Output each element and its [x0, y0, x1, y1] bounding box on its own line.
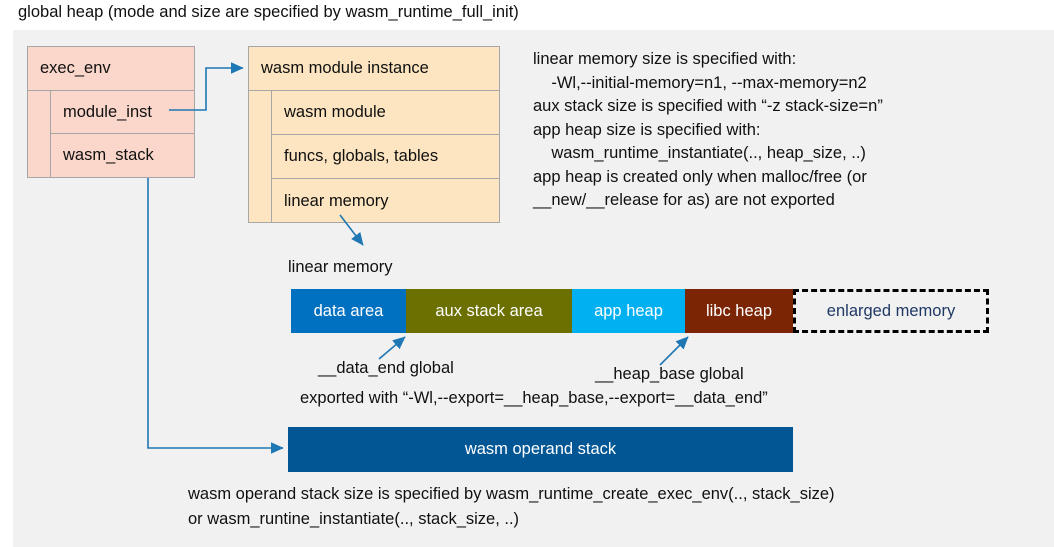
memory-segment: aux stack area: [406, 289, 572, 333]
wasm-module-instance-box: wasm module instance wasm module funcs, …: [248, 46, 500, 223]
exec-env-row-wasm-stack: wasm_stack: [63, 146, 154, 164]
wasm-module-instance-row-wasm-module: wasm module: [272, 91, 499, 135]
linear-memory-label: linear memory: [288, 258, 393, 276]
memory-segment: enlarged memory: [793, 289, 989, 333]
annotation-exported-with: exported with “-Wl,--export=__heap_base,…: [300, 389, 768, 407]
page-title: global heap (mode and size are specified…: [18, 3, 519, 21]
operand-stack-note: wasm operand stack size is specified by …: [188, 485, 835, 528]
exec-env-box: exec_env module_inst wasm_stack: [27, 46, 195, 178]
exec-env-row-module-inst: module_inst: [51, 91, 194, 134]
memory-config-notes: linear memory size is specified with: -W…: [533, 50, 883, 209]
memory-segment: app heap: [572, 289, 685, 333]
exec-env-indent-rail: [28, 91, 51, 177]
wasm-module-instance-row-funcs-globals-tables: funcs, globals, tables: [272, 135, 499, 179]
annotation-data-end: __data_end global: [318, 359, 454, 377]
memory-segment: data area: [291, 289, 406, 333]
wasm-module-instance-header: wasm module instance: [249, 47, 499, 91]
annotation-heap-base: __heap_base global: [595, 365, 744, 383]
memory-segment: libc heap: [685, 289, 793, 333]
exec-env-header: exec_env: [28, 47, 194, 91]
wasm-operand-stack-bar: wasm operand stack: [288, 427, 793, 472]
wasm-module-instance-row-linear-memory: linear memory: [284, 191, 389, 210]
wasm-module-instance-indent-rail: [249, 91, 272, 222]
